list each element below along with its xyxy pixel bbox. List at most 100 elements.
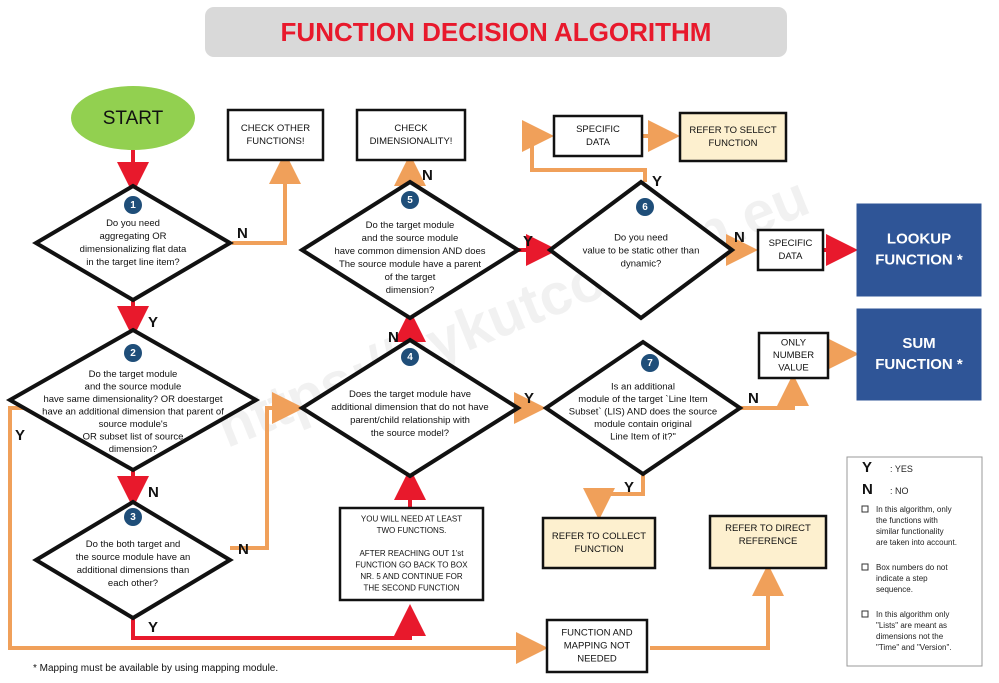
box-only-number-line: VALUE bbox=[778, 363, 808, 374]
decision-5-line: Do the target module bbox=[366, 220, 455, 231]
decision-1-line: in the target line item? bbox=[86, 257, 179, 268]
decision-2-line: have an additional dimension that parent… bbox=[42, 407, 224, 418]
box-sum: SUM FUNCTION * bbox=[856, 308, 982, 401]
branch-labels: N Y Y N N Y Y N N Y Y N N Y bbox=[15, 167, 759, 636]
decision-5-line: The source module have a parent bbox=[339, 259, 481, 270]
decision-2-line: have same dimensionality? OR doestarget bbox=[43, 394, 222, 405]
step-badge-number: 6 bbox=[642, 202, 648, 213]
decision-1: Do you need aggregating OR dimensionalizin… bbox=[32, 183, 234, 303]
box-lookup-line: FUNCTION * bbox=[875, 251, 963, 268]
label-d6-yes: Y bbox=[652, 173, 662, 190]
arrow-d7-no-to-onlynumber bbox=[740, 374, 809, 410]
step-badge: 1 bbox=[124, 196, 142, 214]
step-badge-number: 7 bbox=[647, 358, 653, 369]
decision-2-line: Do the target module bbox=[89, 369, 178, 380]
decision-2-line: OR subset list of source bbox=[83, 432, 184, 443]
decision-7-line: Subset` (LIS) AND does the source bbox=[569, 407, 717, 418]
box-check-other-line: FUNCTIONS! bbox=[246, 136, 304, 147]
label-d6-no: N bbox=[734, 229, 745, 246]
decision-5-line: of the target bbox=[385, 272, 436, 283]
label-d5-no: N bbox=[422, 167, 433, 184]
box-check-other: CHECK OTHER FUNCTIONS! bbox=[226, 108, 325, 162]
decision-1-line: Do you need bbox=[106, 218, 160, 229]
box-mapping-not-needed-line: FUNCTION AND bbox=[561, 628, 632, 639]
box-specific-mid-line: DATA bbox=[779, 251, 804, 262]
decision-4-line: Does the target module have bbox=[349, 389, 471, 400]
legend-n-text: : NO bbox=[890, 486, 909, 496]
decision-2-line: source module's bbox=[99, 419, 168, 430]
decision-4-line: additional dimension that do not have bbox=[331, 402, 488, 413]
box-refer-collect: REFER TO COLLECT FUNCTION bbox=[541, 516, 657, 570]
box-lookup-line: LOOKUP bbox=[887, 230, 951, 247]
decision-7-line: module contain original bbox=[594, 419, 692, 430]
box-lookup: LOOKUP FUNCTION * bbox=[856, 203, 982, 297]
decision-3-line: the source module have an bbox=[76, 552, 191, 563]
decision-1-line: aggregating OR bbox=[99, 231, 166, 242]
step-badge: 4 bbox=[401, 348, 419, 366]
step-badge: 6 bbox=[636, 198, 654, 216]
decision-2-line: dimension? bbox=[109, 444, 158, 455]
label-d5-yes: Y bbox=[523, 233, 533, 250]
box-refer-collect-line: REFER TO COLLECT bbox=[552, 531, 646, 542]
legend-note-line: In this algorithm only bbox=[876, 610, 949, 619]
label-d3-no: N bbox=[238, 541, 249, 558]
step-badge-number: 1 bbox=[130, 200, 136, 211]
title-banner: FUNCTION DECISION ALGORITHM bbox=[205, 7, 787, 57]
step-badge: 2 bbox=[124, 344, 142, 362]
checkbox-icon bbox=[861, 610, 869, 618]
arrow-mappingnotneeded-to-referdirect bbox=[650, 564, 784, 650]
box-sum-line: FUNCTION * bbox=[875, 356, 963, 373]
label-d2-no: N bbox=[148, 484, 159, 501]
decision-7-line: Is an additional bbox=[611, 382, 675, 393]
label-d4-yes: Y bbox=[524, 390, 534, 407]
box-specific-top-line: SPECIFIC bbox=[576, 124, 620, 135]
decision-6-line: value to be static other than bbox=[583, 246, 700, 257]
arrow-d6-yes-to-specifictop bbox=[522, 120, 647, 182]
decision-3-line: Do the both target and bbox=[86, 539, 181, 550]
legend-y-text: : YES bbox=[890, 464, 913, 474]
box-check-dim-line: DIMENSIONALITY! bbox=[370, 136, 453, 147]
decision-1-line: dimensionalizing flat data bbox=[80, 244, 187, 255]
step-badge: 7 bbox=[641, 354, 659, 372]
label-d7-no: N bbox=[748, 390, 759, 407]
legend-note-line: similar functionality bbox=[876, 527, 944, 536]
arrow-d7-yes-to-refercollect bbox=[583, 474, 645, 520]
decision-5-line: and the source module bbox=[362, 233, 459, 244]
box-check-other-line: CHECK OTHER bbox=[241, 123, 310, 134]
box-check-dim-line: CHECK bbox=[394, 123, 428, 134]
arrow-d3-yes-to-twofunctions bbox=[131, 604, 426, 640]
decision-5-line: have common dimension AND does bbox=[334, 246, 485, 257]
box-two-functions-line: NR. 5 AND CONTINUE FOR bbox=[360, 572, 462, 581]
decision-7-line: module of the target `Line Item bbox=[578, 394, 707, 405]
box-refer-direct-line: REFERENCE bbox=[739, 536, 798, 547]
legend-note-line: indicate a step bbox=[876, 574, 928, 583]
label-d2-yes: Y bbox=[15, 427, 25, 444]
box-specific-mid-line: SPECIFIC bbox=[769, 238, 813, 249]
legend: Y : YES N : NO In this algorithm, onlyth… bbox=[846, 456, 983, 667]
legend-note-line: In this algorithm, only bbox=[876, 505, 952, 514]
box-two-functions-line: AFTER REACHING OUT 1'st bbox=[359, 549, 464, 558]
box-refer-select-line: FUNCTION bbox=[708, 138, 757, 149]
box-sum-line: SUM bbox=[902, 335, 935, 352]
label-d7-yes: Y bbox=[624, 479, 634, 496]
decision-4-line: the source model? bbox=[371, 428, 449, 439]
start-node: START bbox=[71, 86, 195, 150]
checkbox-icon bbox=[861, 505, 869, 513]
page-title: FUNCTION DECISION ALGORITHM bbox=[281, 17, 712, 47]
box-check-dim: CHECK DIMENSIONALITY! bbox=[355, 108, 467, 162]
legend-note-line: are taken into account. bbox=[876, 538, 957, 547]
box-only-number-line: ONLY bbox=[781, 338, 807, 349]
box-two-functions-line: THE SECOND FUNCTION bbox=[364, 584, 460, 593]
box-mapping-not-needed-line: MAPPING NOT bbox=[564, 641, 631, 652]
decision-6-line: Do you need bbox=[614, 233, 668, 244]
box-two-functions-line: TWO FUNCTIONS. bbox=[377, 526, 447, 535]
box-refer-collect-line: FUNCTION bbox=[574, 544, 623, 555]
decision-6-line: dynamic? bbox=[621, 259, 662, 270]
box-specific-mid: SPECIFIC DATA bbox=[756, 228, 825, 272]
decision-2: Do the target module and the source modul… bbox=[5, 327, 261, 473]
decision-2-line: and the source module bbox=[85, 382, 182, 393]
